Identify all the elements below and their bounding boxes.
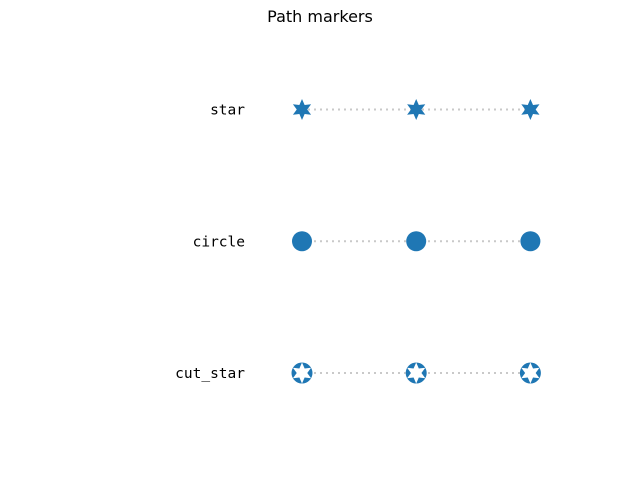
circle-marker [406,231,427,252]
cut-star-marker [519,362,541,384]
series-row-circle: circle [193,231,541,252]
star-marker [292,99,312,120]
circle-marker [520,231,541,252]
chart-title: Path markers [267,7,373,26]
series-row-cut_star: cut_star [175,362,541,384]
cut-star-marker [291,362,313,384]
circle-marker [292,231,312,252]
series-label: circle [193,234,245,250]
series-label: star [210,103,245,119]
cut-star-marker [405,362,427,384]
star-marker [521,99,540,120]
star-marker [407,99,426,120]
series-row-star: star [210,99,540,120]
series-label: cut_star [175,366,245,382]
